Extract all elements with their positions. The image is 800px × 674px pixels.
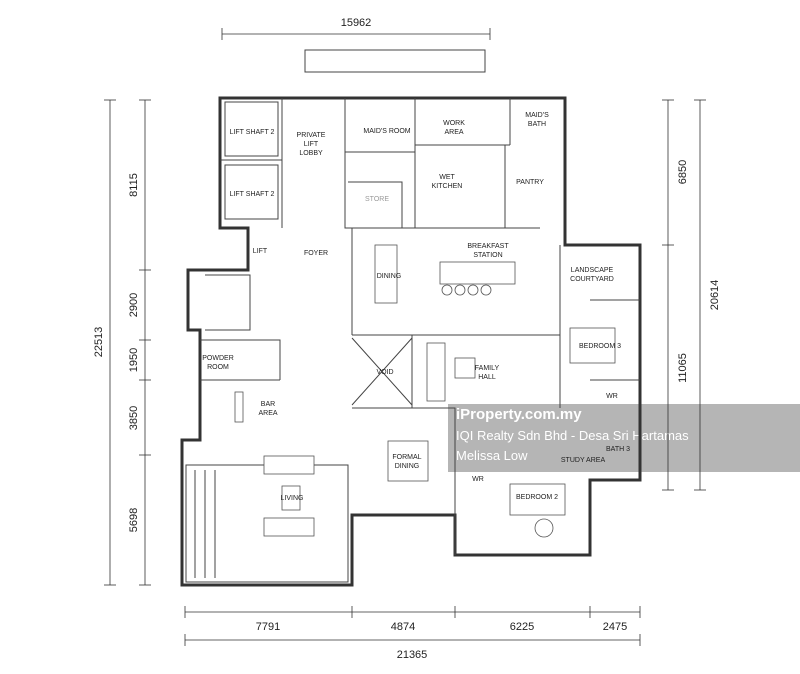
room-powder-room: POWDER <box>202 355 234 362</box>
room-living: LIVING <box>281 495 304 502</box>
room-private-lift-lobby: LIFT <box>304 141 319 148</box>
room-landscape-courtyard: COURTYARD <box>570 276 614 283</box>
room-maids-room: MAID'S ROOM <box>363 128 410 135</box>
walls <box>180 49 642 587</box>
room-private-lift-lobby: PRIVATE <box>297 132 326 139</box>
watermark-agent: Melissa Low <box>456 448 528 463</box>
watermark-site: iProperty.com.my <box>456 406 582 423</box>
room-bedroom-2: BEDROOM 2 <box>516 494 558 501</box>
room-bar-area: AREA <box>258 410 277 417</box>
watermark-agency: IQI Realty Sdn Bhd - Desa Sri Hartamas <box>456 428 689 443</box>
room-maids-bath: MAID'S <box>525 112 549 119</box>
room-walk-in-robe: WR <box>472 476 484 483</box>
dim-top: 15962 <box>341 17 372 29</box>
dim-right-total: 20614 <box>709 280 721 311</box>
dim-bottom: 7791 <box>256 621 280 633</box>
room-store: STORE <box>365 196 389 203</box>
room-bath-3: BATH 3 <box>606 446 630 453</box>
room-maids-bath: BATH <box>528 121 546 128</box>
dim-left: 8115 <box>128 173 140 197</box>
room-pantry: PANTRY <box>516 179 544 186</box>
room-wet-kitchen: KITCHEN <box>432 183 463 190</box>
dim-left: 5698 <box>128 508 140 532</box>
room-formal-dining: FORMAL <box>392 454 421 461</box>
room-wet-kitchen: WET <box>439 174 455 181</box>
room-void: VOID <box>376 369 393 376</box>
room-foyer: FOYER <box>304 250 328 257</box>
watermark: iProperty.com.my IQI Realty Sdn Bhd - De… <box>448 404 800 472</box>
dim-left: 3850 <box>128 406 140 430</box>
room-bedroom-3: BEDROOM 3 <box>579 343 621 350</box>
dim-right: 6850 <box>677 160 689 184</box>
room-breakfast-station: BREAKFAST <box>467 243 509 250</box>
dim-bottom: 6225 <box>510 621 534 633</box>
room-family-hall: FAMILY <box>475 365 500 372</box>
room-powder-room: ROOM <box>207 364 229 371</box>
room-breakfast-station: STATION <box>473 252 502 259</box>
room-work-area: WORK <box>443 120 465 127</box>
room-bar-area: BAR <box>261 401 275 408</box>
dim-left-total: 22513 <box>93 327 105 358</box>
room-dining: DINING <box>377 273 402 280</box>
room-landscape-courtyard: LANDSCAPE <box>571 267 614 274</box>
dim-bottom: 2475 <box>603 621 627 633</box>
room-lift-shaft: LIFT SHAFT 2 <box>230 129 275 136</box>
dim-right: 11065 <box>677 353 689 383</box>
room-lift: LIFT <box>253 248 268 255</box>
room-walk-in-robe: WR <box>606 393 618 400</box>
dim-bottom: 4874 <box>391 621 415 633</box>
room-private-lift-lobby: LOBBY <box>299 150 323 157</box>
dimension-lines <box>104 28 706 646</box>
dim-left: 2900 <box>128 293 140 317</box>
room-study-area: STUDY AREA <box>561 457 606 464</box>
room-formal-dining: DINING <box>395 463 420 470</box>
room-lift-shaft: LIFT SHAFT 2 <box>230 191 275 198</box>
dim-bottom-total: 21365 <box>397 649 428 661</box>
furniture <box>234 244 616 538</box>
room-work-area: AREA <box>444 129 463 136</box>
dim-left: 1950 <box>128 348 140 372</box>
room-family-hall: HALL <box>478 374 496 381</box>
